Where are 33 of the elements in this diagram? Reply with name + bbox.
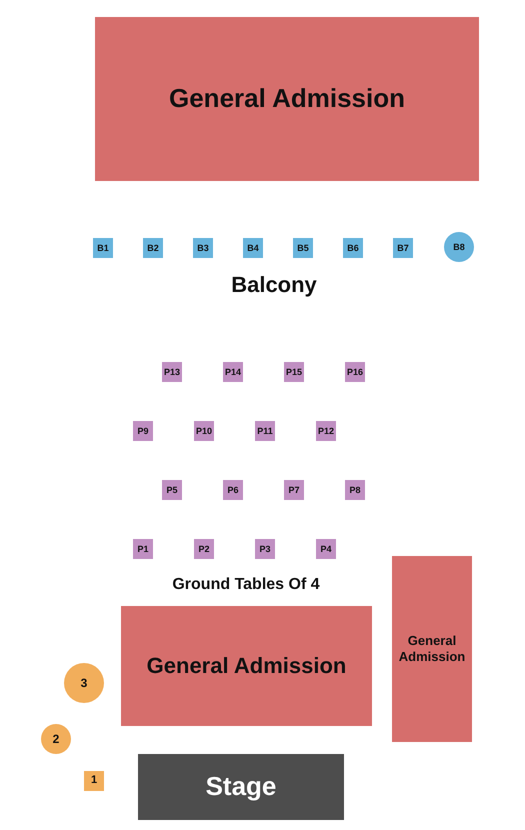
table-marker: P12 (316, 421, 336, 441)
section-label: Ground Tables Of 4 (172, 576, 320, 594)
table-marker: B4 (243, 238, 263, 258)
section-block: General Admission (121, 606, 372, 726)
stage-block: Stage (138, 754, 344, 820)
table-marker: B6 (343, 238, 363, 258)
table-marker: B7 (393, 238, 413, 258)
seat-marker: 2 (41, 724, 71, 754)
table-marker: B3 (193, 238, 213, 258)
seat-marker: 3 (64, 663, 104, 703)
table-marker: P7 (284, 480, 304, 500)
section-block: General Admission (95, 17, 479, 181)
table-marker: P8 (345, 480, 365, 500)
table-marker: P3 (255, 539, 275, 559)
table-marker: P10 (194, 421, 214, 441)
table-marker: B8 (444, 232, 474, 262)
table-marker: P16 (345, 362, 365, 382)
table-marker: P1 (133, 539, 153, 559)
table-marker: P15 (284, 362, 304, 382)
table-marker: P9 (133, 421, 153, 441)
table-marker: P14 (223, 362, 243, 382)
table-marker: B1 (93, 238, 113, 258)
section-label: Balcony (231, 272, 317, 298)
table-marker: P4 (316, 539, 336, 559)
table-marker: P2 (194, 539, 214, 559)
table-marker: P13 (162, 362, 182, 382)
seat-marker: 1 (84, 771, 104, 791)
table-marker: P11 (255, 421, 275, 441)
table-marker: B5 (293, 238, 313, 258)
section-block: General Admission (392, 556, 472, 742)
table-marker: B2 (143, 238, 163, 258)
table-marker: P6 (223, 480, 243, 500)
table-marker: P5 (162, 480, 182, 500)
